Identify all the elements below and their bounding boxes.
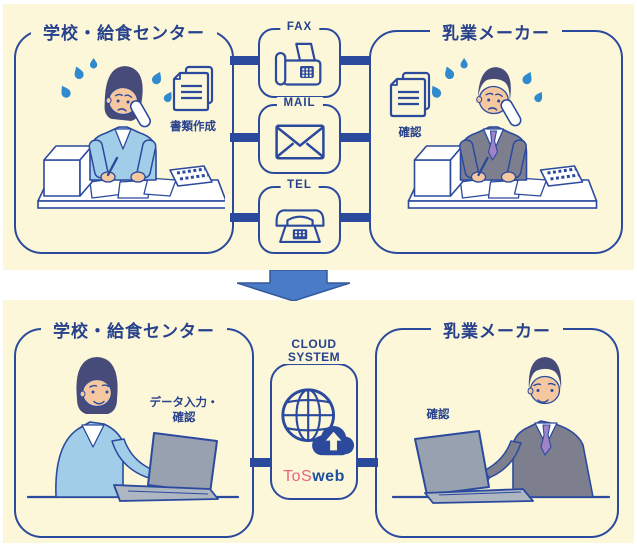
mail-icon: [274, 124, 325, 160]
before-maker-panel: 乳業メーカー: [369, 19, 623, 254]
tosweb-logo-part1: ToS: [283, 468, 313, 485]
after-maker-panel: 乳業メーカー: [375, 317, 619, 538]
channel-box-tel: TEL: [258, 179, 341, 254]
before-maker-title: 乳業メーカー: [430, 19, 562, 44]
after-school-caption-line1: データ入力・: [149, 397, 219, 409]
cloud-label-line1: CLOUD: [291, 337, 337, 351]
laptop-illustration: [414, 430, 534, 504]
connector-bar: [337, 56, 371, 65]
stressed-man-illustration: [407, 58, 598, 209]
document-icon: [172, 65, 214, 112]
happy-man-laptop-illustration: [391, 357, 611, 504]
globe-cloud-upload-icon: [281, 388, 355, 456]
phone-receiver-illustration: [129, 100, 151, 128]
calculator-illustration: [539, 165, 584, 187]
fax-label: FAX: [279, 21, 320, 33]
sweat-drops: [432, 58, 543, 103]
laptop-illustration: [113, 432, 219, 502]
tel-label: TEL: [280, 179, 319, 191]
tel-icon: [275, 208, 324, 243]
before-school-caption: 書類作成: [170, 121, 216, 133]
stressed-woman-illustration: [37, 58, 225, 209]
pen-illustration: [477, 156, 489, 177]
tie-illustration: [487, 130, 499, 161]
box-illustration: [413, 145, 464, 197]
calculator-illustration: [169, 165, 213, 187]
cloud-system-box: CLOUD SYSTEM ToSweb: [270, 338, 358, 500]
happy-woman-laptop-illustration: [26, 357, 240, 502]
after-maker-caption: 確認: [426, 409, 450, 421]
after-school-caption: データ入力・ 確認: [146, 396, 222, 426]
phone-receiver-illustration: [500, 99, 522, 127]
sweat-drops: [61, 58, 172, 103]
after-school-caption-line2: 確認: [172, 412, 196, 424]
connector-bar: [250, 458, 272, 467]
connector-bar: [337, 213, 371, 222]
tosweb-logo: ToSweb: [272, 468, 356, 486]
upload-arrow-icon: [325, 431, 342, 451]
before-school-title: 学校・給食センター: [31, 19, 217, 44]
tie-illustration: [540, 424, 552, 456]
document-icon: [389, 71, 431, 118]
cloud-system-label: CLOUD SYSTEM: [282, 337, 346, 364]
connector-bar: [230, 213, 259, 222]
connector-bar: [337, 133, 371, 142]
cloud-label-line2: SYSTEM: [287, 350, 341, 364]
after-school-title: 学校・給食センター: [41, 317, 227, 342]
box-illustration: [43, 145, 93, 197]
tosweb-logo-part2: web: [312, 468, 345, 485]
pen-illustration: [106, 156, 119, 177]
mail-label: MAIL: [276, 97, 323, 109]
before-school-panel: 学校・給食センター: [14, 19, 234, 254]
channel-box-fax: FAX: [258, 21, 341, 98]
down-arrow-icon: [237, 270, 350, 301]
before-maker-caption: 確認: [398, 127, 422, 139]
after-maker-title: 乳業メーカー: [431, 317, 563, 342]
fax-icon: [274, 42, 321, 86]
channel-box-mail: MAIL: [258, 97, 341, 174]
after-school-panel: 学校・給食センター: [14, 317, 254, 538]
connector-bar: [356, 458, 378, 467]
connector-bar: [230, 133, 259, 142]
connector-bar: [230, 56, 259, 65]
